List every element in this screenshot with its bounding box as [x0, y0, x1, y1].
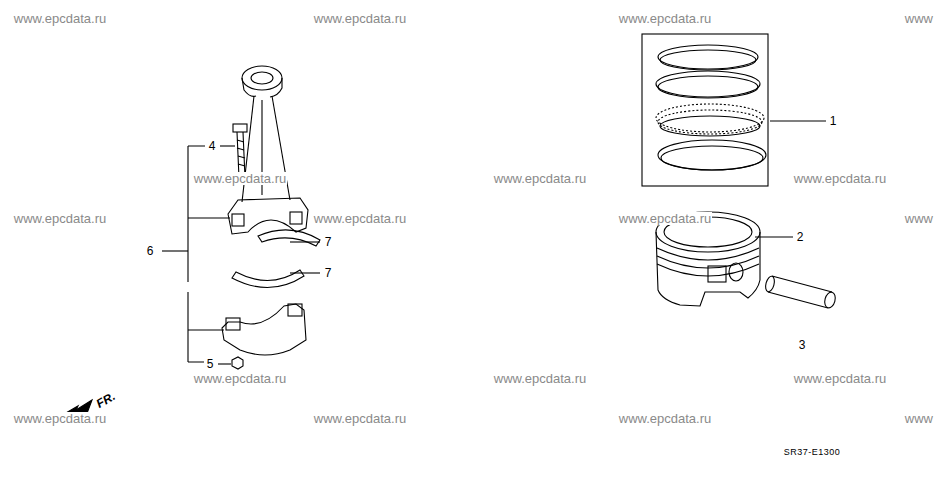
watermark: www.epcdata.ru [313, 212, 408, 225]
leader-line [218, 363, 231, 364]
callout-number: 2 [796, 231, 805, 243]
leader-line [770, 120, 826, 121]
watermark: www.epcdata.ru [13, 212, 108, 225]
leader-line [290, 241, 320, 242]
leader-line [220, 145, 235, 146]
watermark: www.epcdata.ru [618, 12, 713, 25]
piston-rings [656, 45, 766, 170]
watermark: www.epcdata.ru [193, 172, 288, 185]
watermark: www.epcdata.ru [193, 372, 288, 385]
watermark: www [904, 212, 934, 225]
piston-pin [764, 275, 837, 309]
leader-line [290, 272, 320, 273]
watermark: www.epcdata.ru [313, 12, 408, 25]
watermark: www [904, 412, 934, 425]
watermark: www.epcdata.ru [13, 412, 108, 425]
callout-number: 7 [324, 236, 333, 248]
watermark: www.epcdata.ru [493, 172, 588, 185]
watermark: www.epcdata.ru [793, 372, 888, 385]
figure-code: SR37-E1300 [783, 448, 842, 457]
watermark: www.epcdata.ru [618, 412, 713, 425]
callout-number: 6 [146, 245, 155, 257]
callout-number: 5 [206, 358, 215, 370]
callout-number: 4 [208, 140, 217, 152]
watermark: www.epcdata.ru [493, 372, 588, 385]
leader-line [755, 236, 793, 237]
connecting-rod [228, 66, 308, 234]
rod-bolt [233, 124, 247, 178]
rod-cap [222, 304, 306, 355]
rod-nut [232, 357, 243, 369]
callout-number: 3 [798, 339, 807, 351]
piston [656, 212, 760, 306]
ring-set-frame [642, 34, 768, 186]
watermark: www.epcdata.ru [618, 212, 713, 225]
watermark: www.epcdata.ru [13, 12, 108, 25]
watermark: www [904, 12, 934, 25]
front-mark: FR. [94, 389, 118, 410]
callout-number: 7 [324, 267, 333, 279]
bearing-shells [232, 230, 320, 288]
watermark: www.epcdata.ru [313, 412, 408, 425]
callout-number: 1 [829, 115, 838, 127]
watermark: www.epcdata.ru [793, 172, 888, 185]
